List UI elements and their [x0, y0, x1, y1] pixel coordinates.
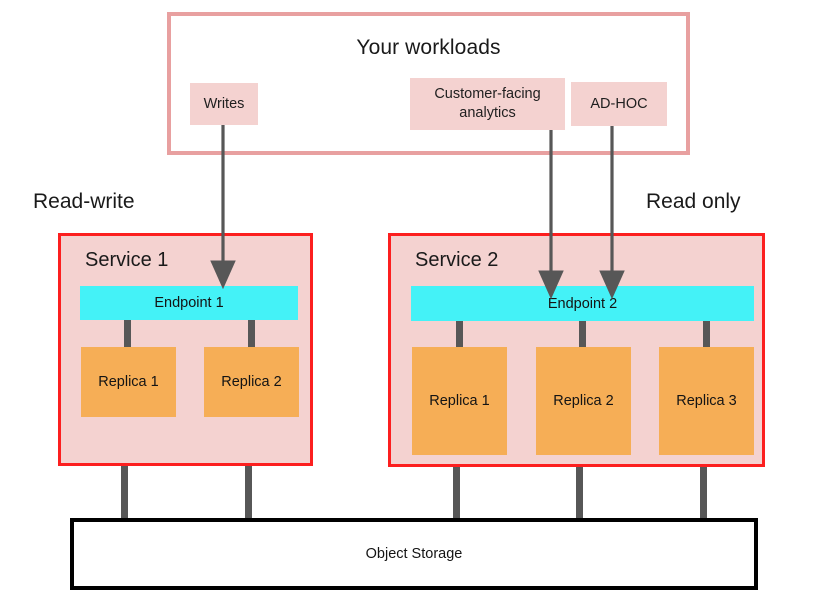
service-1-replica-2[interactable]: Replica 2: [204, 347, 299, 417]
service-2-replica-3[interactable]: Replica 3: [659, 347, 754, 455]
connector-s1-replica2-storage: [245, 414, 252, 520]
workload-chip-analytics[interactable]: Customer-facing analytics: [410, 78, 565, 130]
service-1-replica-1[interactable]: Replica 1: [81, 347, 176, 417]
service-box-2[interactable]: Service 2 Endpoint 2 Replica 1 Replica 2…: [388, 233, 765, 467]
connector-endpoint1-replica1: [124, 320, 131, 348]
service-box-1[interactable]: Service 1 Endpoint 1 Replica 1 Replica 2: [58, 233, 313, 466]
connector-endpoint1-replica2: [248, 320, 255, 348]
workload-chip-writes[interactable]: Writes: [190, 83, 258, 125]
connector-endpoint2-replica2: [579, 321, 586, 348]
workload-chip-adhoc[interactable]: AD-HOC: [571, 82, 667, 126]
connector-endpoint2-replica1: [456, 321, 463, 348]
label-read-only: Read only: [646, 190, 741, 213]
connector-s2-replica3-storage: [700, 452, 707, 520]
object-storage-box[interactable]: Object Storage: [70, 518, 758, 590]
service-2-replica-1[interactable]: Replica 1: [412, 347, 507, 455]
connector-s2-replica2-storage: [576, 452, 583, 520]
connector-endpoint2-replica3: [703, 321, 710, 348]
endpoint-2[interactable]: Endpoint 2: [411, 286, 754, 321]
label-read-write: Read-write: [33, 190, 135, 213]
endpoint-1[interactable]: Endpoint 1: [80, 286, 298, 320]
service-2-title: Service 2: [415, 249, 499, 271]
workloads-title: Your workloads: [356, 36, 501, 59]
service-2-replica-2[interactable]: Replica 2: [536, 347, 631, 455]
service-1-title: Service 1: [85, 249, 169, 271]
connector-s1-replica1-storage: [121, 414, 128, 520]
connector-s2-replica1-storage: [453, 452, 460, 520]
